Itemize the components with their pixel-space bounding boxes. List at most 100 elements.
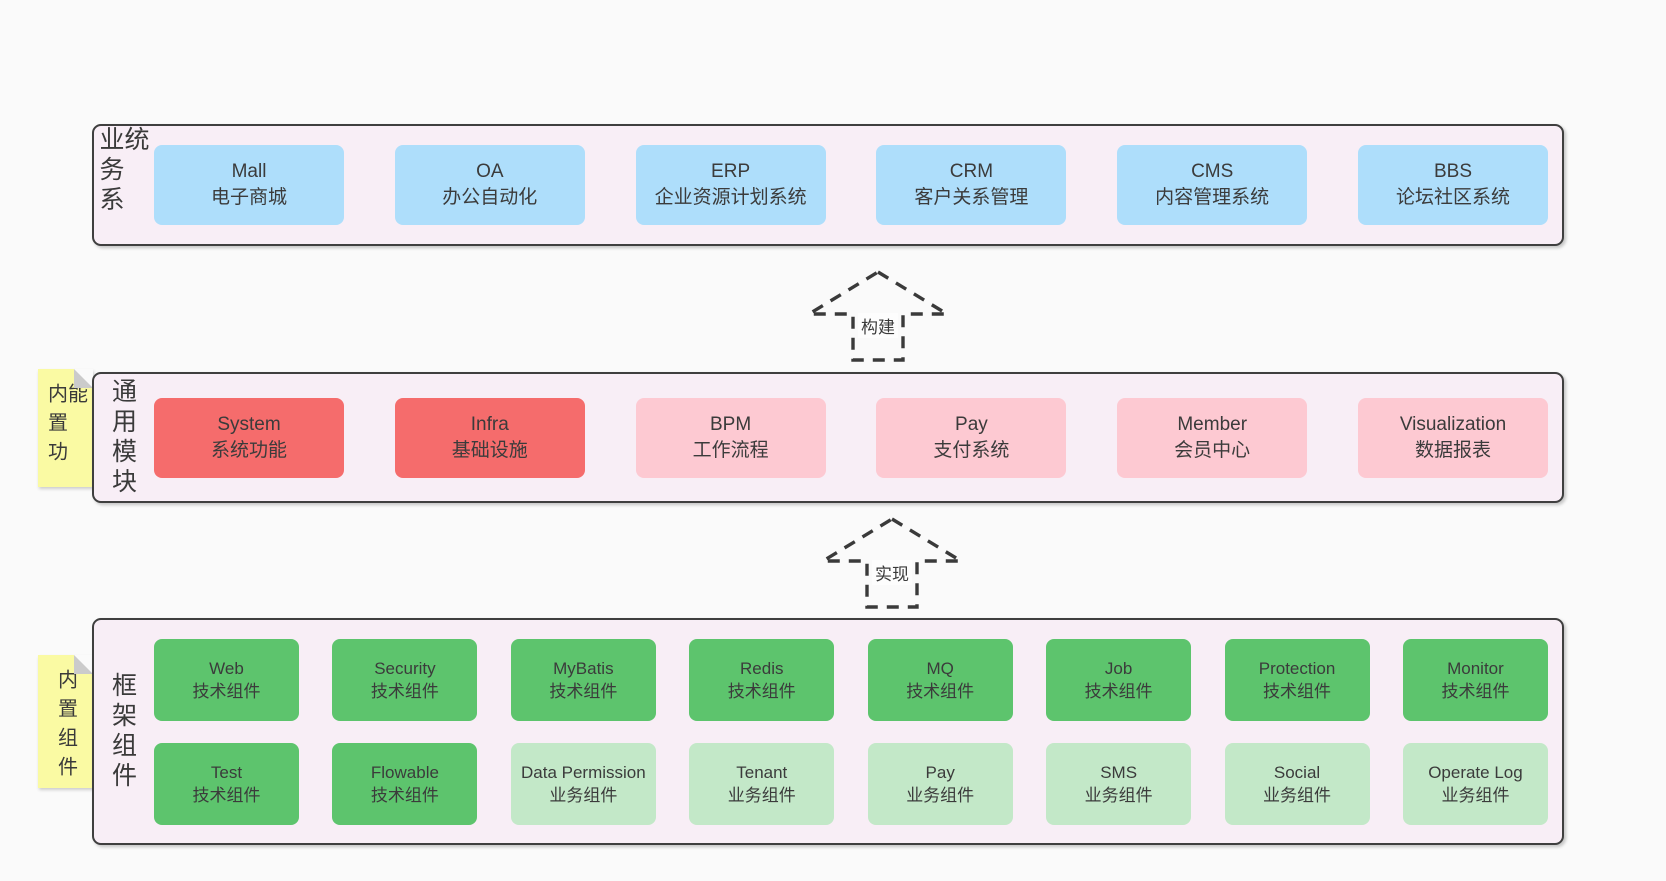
layer-common-modules-label: 通用模块 <box>108 377 137 498</box>
box-security: Security 技术组件 <box>332 638 478 721</box>
box-title-zh: 技术组件 <box>192 681 261 701</box>
box-title-en: Tenant <box>736 762 788 782</box>
box-web: Web 技术组件 <box>154 638 299 721</box>
box-title-en: Data Permission <box>520 762 646 782</box>
up-arrow-icon <box>806 270 950 362</box>
box-title-zh: 工作流程 <box>692 439 769 461</box>
box-title-zh: 技术组件 <box>192 785 261 805</box>
note-built-in-components-label: 内置组件 <box>54 669 77 785</box>
box-title-zh: 技术组件 <box>1441 681 1510 701</box>
box-title-en: BPM <box>710 413 752 435</box>
box-title-zh: 业务组件 <box>549 785 618 805</box>
box-title-zh: 数据报表 <box>1414 439 1491 461</box>
box-title-en: Infra <box>470 413 509 435</box>
box-title-en: Social <box>1273 762 1321 782</box>
box-title-zh: 业务组件 <box>1084 785 1153 805</box>
box-title-zh: 技术组件 <box>370 681 439 701</box>
box-oa: OA 办公自动化 <box>394 145 585 225</box>
box-title-en: SMS <box>1100 762 1138 782</box>
box-title-zh: 基础设施 <box>451 439 528 461</box>
up-arrow-icon <box>820 517 964 609</box>
arrow-implement: 实现 <box>820 516 964 610</box>
box-mybatis: MyBatis 技术组件 <box>510 638 656 721</box>
box-title-en: Operate Log <box>1428 762 1523 782</box>
layer-business-systems-label-column: 业务系统 <box>94 126 150 244</box>
box-monitor: Monitor 技术组件 <box>1402 638 1548 721</box>
box-title-zh: 技术组件 <box>549 681 618 701</box>
box-operate-log: Operate Log 业务组件 <box>1402 742 1548 825</box>
box-title-en: Visualization <box>1399 413 1507 435</box>
box-title-zh: 内容管理系统 <box>1155 187 1270 208</box>
box-crm: CRM 客户关系管理 <box>876 145 1067 225</box>
box-social: Social 业务组件 <box>1224 742 1370 825</box>
box-bbs: BBS 论坛社区系统 <box>1357 145 1548 225</box>
arrow-build-label: 构建 <box>858 313 898 338</box>
box-title-zh: 技术组件 <box>1084 681 1153 701</box>
box-title-en: Flowable <box>370 762 439 782</box>
layer-common-modules-label-column: 通用模块 <box>94 374 150 501</box>
arrow-implement-label: 实现 <box>872 560 912 585</box>
box-title-en: MQ <box>926 658 954 678</box>
box-mq: MQ 技术组件 <box>867 638 1013 721</box>
box-title-en: Mall <box>231 161 267 182</box>
box-infra: Infra 基础设施 <box>394 397 585 478</box>
box-title-zh: 支付系统 <box>933 439 1010 461</box>
framework-row-2: Test 技术组件 Flowable 技术组件 Data Permission … <box>154 742 1548 825</box>
note-built-in-features-label: 内置功能 <box>44 383 87 470</box>
box-title-en: Protection <box>1258 658 1336 678</box>
box-mall: Mall 电子商城 <box>154 145 344 225</box>
layer-framework-components-boxes: Web 技术组件 Security 技术组件 MyBatis 技术组件 Redi… <box>150 620 1562 843</box>
box-title-en: OA <box>476 161 504 182</box>
note-built-in-components: 内置组件 <box>38 655 93 788</box>
box-protection: Protection 技术组件 <box>1224 638 1370 721</box>
box-title-zh: 技术组件 <box>1263 681 1332 701</box>
box-erp: ERP 企业资源计划系统 <box>635 145 826 225</box>
box-title-zh: 技术组件 <box>727 681 796 701</box>
box-title-zh: 客户关系管理 <box>914 187 1029 208</box>
box-tenant: Tenant 业务组件 <box>689 742 835 825</box>
box-title-en: ERP <box>711 161 751 182</box>
box-sms: SMS 业务组件 <box>1046 742 1192 825</box>
box-title-en: Pay <box>925 762 955 782</box>
box-job: Job 技术组件 <box>1046 638 1192 721</box>
box-visualization: Visualization 数据报表 <box>1357 397 1548 478</box>
layer-framework-components: 框架组件 Web 技术组件 Security 技术组件 MyBatis 技术组件… <box>92 618 1564 845</box>
box-title-en: Security <box>374 658 436 678</box>
box-redis: Redis 技术组件 <box>689 638 835 721</box>
layer-framework-components-label: 框架组件 <box>108 671 137 792</box>
box-title-en: CMS <box>1191 161 1234 182</box>
box-title-zh: 电子商城 <box>210 187 287 208</box>
box-title-zh: 论坛社区系统 <box>1395 187 1510 208</box>
layer-business-systems-label: 业务系统 <box>96 126 149 216</box>
box-title-en: CRM <box>949 161 994 182</box>
box-title-en: Redis <box>740 658 784 678</box>
box-title-zh: 技术组件 <box>370 785 439 805</box>
arrow-build: 构建 <box>806 269 950 363</box>
layer-business-systems: 业务系统 Mall 电子商城 OA 办公自动化 ERP 企业资源计划系统 CRM… <box>92 124 1564 246</box>
box-title-zh: 会员中心 <box>1174 439 1251 461</box>
note-built-in-features: 内置功能 <box>38 369 93 487</box>
box-title-en: Pay <box>955 413 988 435</box>
box-title-zh: 业务组件 <box>1441 785 1510 805</box>
box-title-zh: 业务组件 <box>1263 785 1332 805</box>
box-data-permission: Data Permission 业务组件 <box>510 742 656 825</box>
layer-business-systems-boxes: Mall 电子商城 OA 办公自动化 ERP 企业资源计划系统 CRM 客户关系… <box>150 126 1562 244</box>
layer-common-modules: 通用模块 System 系统功能 Infra 基础设施 BPM 工作流程 Pay… <box>92 372 1564 503</box>
box-title-en: Web <box>209 658 244 678</box>
box-title-zh: 系统功能 <box>210 439 287 461</box>
box-title-zh: 技术组件 <box>906 681 975 701</box>
box-flowable: Flowable 技术组件 <box>332 742 478 825</box>
box-member: Member 会员中心 <box>1117 397 1308 478</box>
box-title-en: Monitor <box>1447 658 1504 678</box>
box-pay: Pay 支付系统 <box>876 397 1067 478</box>
box-title-en: Job <box>1104 658 1133 678</box>
box-title-zh: 业务组件 <box>727 785 796 805</box>
box-title-zh: 业务组件 <box>906 785 975 805</box>
layer-common-modules-boxes: System 系统功能 Infra 基础设施 BPM 工作流程 Pay 支付系统… <box>150 374 1562 501</box>
box-system: System 系统功能 <box>154 397 344 478</box>
box-title-en: System <box>217 413 281 435</box>
framework-row-1: Web 技术组件 Security 技术组件 MyBatis 技术组件 Redi… <box>154 638 1548 721</box>
box-title-zh: 办公自动化 <box>442 187 538 208</box>
box-bpm: BPM 工作流程 <box>635 397 826 478</box>
